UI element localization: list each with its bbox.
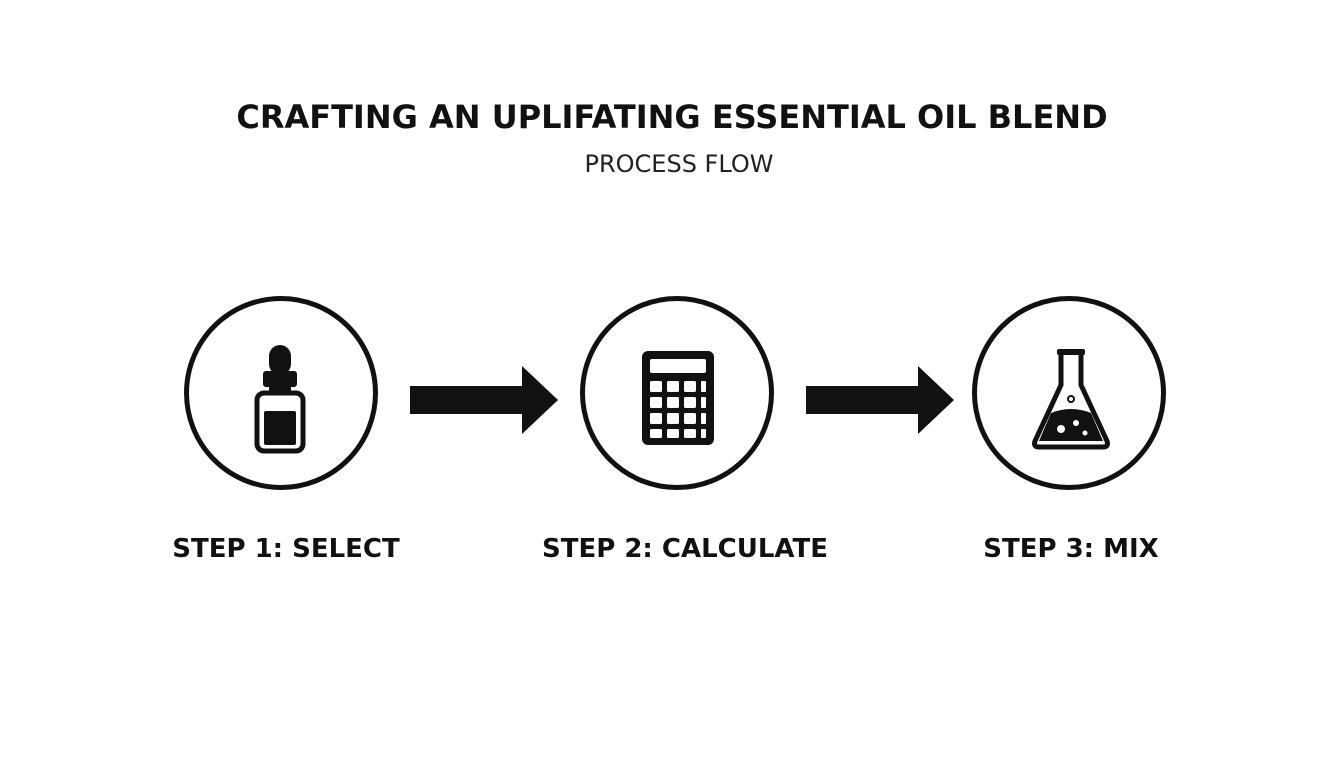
- dropper-bottle-icon: [254, 345, 306, 454]
- arrow-right-icon: [806, 366, 954, 434]
- step-3-circle: [972, 296, 1166, 490]
- step-3-label: STEP 3: MIX: [983, 534, 1159, 564]
- arrow-right-icon: [410, 366, 558, 434]
- step-2-label: STEP 2: CALCULATE: [542, 534, 828, 564]
- diagram-title: CRAFTING AN UPLIFATING ESSENTIAL OIL BLE…: [236, 98, 1108, 136]
- step-1-label: STEP 1: SELECT: [172, 534, 400, 564]
- step-2-circle: [580, 296, 774, 490]
- calculator-icon: [642, 351, 714, 445]
- step-1-circle: [184, 296, 378, 490]
- flask-icon: [1032, 349, 1110, 450]
- diagram-subtitle: PROCESS FLOW: [584, 150, 774, 178]
